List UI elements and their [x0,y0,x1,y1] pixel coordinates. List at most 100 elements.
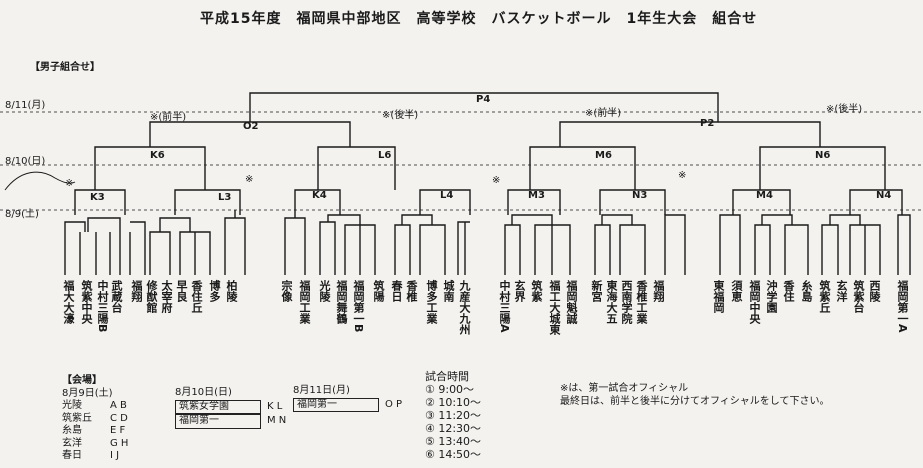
team-name: 西南学院 [620,280,633,324]
venue-row: 糸島 E F [62,425,128,438]
team-name: 福翔 [652,280,665,302]
date-label-day3: 8/11(月) [5,100,46,111]
note-star: ※ [65,178,74,189]
note-first-half-2: ※(前半) [585,108,622,119]
venue-codes: M N [267,415,287,426]
venue-name: 筑紫丘 [62,412,92,424]
team-name: 福岡第一B [352,280,365,333]
note-second-half-2: ※(後半) [826,104,863,115]
team-name: 太宰府 [160,280,173,313]
semi-right-line [559,121,821,147]
team-name: 筑紫台 [852,280,865,313]
match-times: 試合時間 ① 9:00〜② 10:10〜③ 11:20〜④ 12:30〜⑤ 13… [425,370,481,461]
time-slot: ⑤ 13:40〜 [425,435,482,448]
team-name: 博多工業 [425,280,438,324]
r3-n3 [599,189,666,215]
qf-m6-line [529,146,636,190]
venue-name: 光陵 [62,400,82,411]
time-slot: ⑥ 14:50〜 [425,448,482,461]
note-star: ※ [678,170,687,181]
footnote-line1: ※は、第一試合オフィシャル [560,383,689,394]
team-name: 東海大五 [605,280,618,324]
team-name: 早良 [175,280,188,302]
venue-name: 福岡第一 [175,414,261,429]
venue-codes: A B [110,400,127,411]
r3-l4 [419,189,471,215]
venue-codes: K L [267,400,283,412]
time-slot: ① 9:00〜 [425,383,475,396]
match-semi-right: P2 [700,118,715,129]
venue-name: 玄洋 [62,437,82,449]
note-second-half: ※(後半) [382,110,419,121]
semi-left-line [149,121,351,147]
team-name: 筑紫中央 [80,280,93,324]
section-label: 【男子組合せ】 [30,62,100,73]
venue-row: 光陵 A B [62,400,128,413]
r3-l3 [174,189,241,215]
date-label-day1: 8/9(土) [5,209,39,220]
team-name: 柏陵 [225,280,238,302]
team-name: 玄界 [513,280,526,302]
note-first-half: ※(前半) [150,112,187,123]
team-name: 糸島 [800,280,813,302]
team-name: 武蔵台 [110,280,123,313]
team-name: 新宮 [590,280,603,302]
team-name: 筑陽 [372,280,385,302]
team-name: 福大大濠 [62,280,75,324]
match-r3: N4 [876,190,892,201]
r3-m4 [732,189,791,215]
team-name: 修猷館 [145,280,158,313]
team-name: 福岡第一A [896,280,909,333]
venue-header: 【会場】 [62,375,102,386]
team-name: 春日 [390,280,403,302]
venue-codes: G H [110,437,129,449]
time-slot: ② 10:10〜 [425,396,482,409]
team-name: 須恵 [730,280,743,302]
match-qf: N6 [815,150,831,161]
r3-k3 [74,189,126,215]
venue-day1-header: 8月9日(土) [62,387,113,399]
match-r3: K3 [90,192,105,203]
team-name: 福岡魁誠 [565,280,578,324]
team-name: 福岡中央 [748,280,761,324]
r3-m3 [507,189,561,215]
team-name: 福工大城東 [548,280,561,335]
venue-codes: E F [110,425,126,436]
venue-name: 筑紫女学園 [175,399,261,414]
venue-codes: I J [110,450,120,461]
venue-row: 福岡第一 M N [175,414,286,429]
team-name: 福岡工業 [298,280,311,324]
team-name: 西陵 [868,280,881,302]
team-name: 沖学園 [765,280,778,313]
team-name: 福翔 [130,280,143,302]
date-label-day2: 8/10(日) [5,156,46,167]
team-name: 中村三陽A [498,280,511,333]
match-r3: L4 [440,190,454,201]
r2 [64,221,86,275]
venue-name: 糸島 [62,425,82,436]
match-r3: K4 [312,190,327,201]
match-r3: L3 [218,192,232,203]
venue-name: 福岡第一 [293,397,379,412]
team-name: 宗像 [280,280,293,302]
venue-day2-list: 筑紫女学園 K L 福岡第一 M N [175,399,286,429]
team-name: 城南 [442,280,455,302]
team-name: 香住 [782,280,795,302]
match-r3: M3 [528,190,545,201]
team-name: 中村三陽B [96,280,109,333]
final-line [249,92,719,122]
note-star: ※ [245,174,254,185]
r3-n4 [849,189,903,215]
qf-n6-line [759,146,886,190]
handwritten-mark [4,171,76,191]
team-name: 筑紫 [530,280,543,302]
team-name: 香住丘 [190,280,203,313]
match-qf: M6 [595,150,612,161]
match-r3: N3 [632,190,648,201]
team-name: 光陵 [318,280,331,302]
